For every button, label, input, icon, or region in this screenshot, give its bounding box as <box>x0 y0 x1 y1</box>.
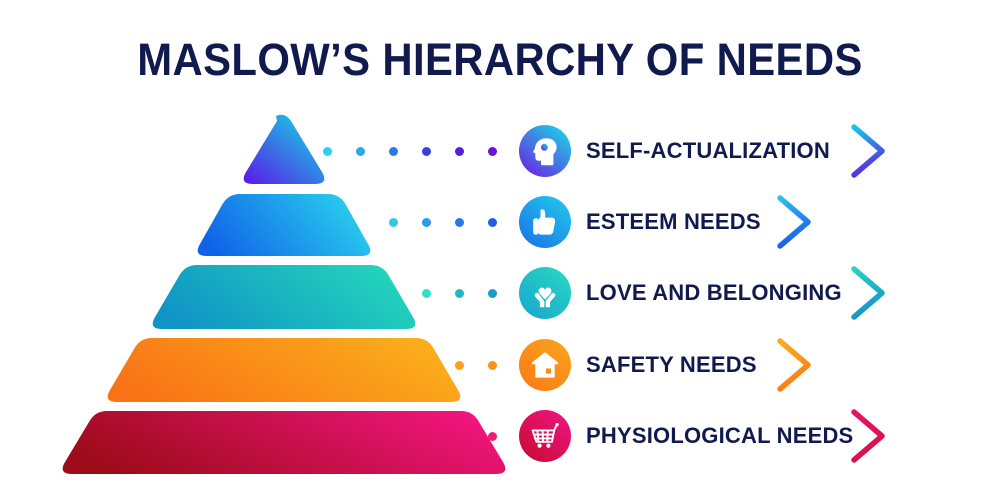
connector-dot <box>389 147 398 156</box>
connector-dot <box>455 218 464 227</box>
chevron-right-icon-physiological[interactable] <box>846 406 892 466</box>
page-title: MASLOW’S HIERARCHY OF NEEDS <box>137 34 863 85</box>
legend-label-safety: SAFETY NEEDS <box>586 352 757 377</box>
connector-dot <box>455 289 464 298</box>
connector-dot <box>356 147 365 156</box>
chevron-right-icon-self-actualization[interactable] <box>846 121 892 181</box>
thumbs-up-icon[interactable] <box>519 196 571 248</box>
connector-dots-love-belonging <box>421 265 511 321</box>
pyramid-tier-love-belonging[interactable] <box>152 265 416 329</box>
legend-row-safety[interactable]: SAFETY NEEDS <box>0 337 1000 393</box>
connector-dot <box>455 361 464 370</box>
legend-row-love-belonging[interactable]: LOVE AND BELONGING <box>0 265 1000 321</box>
pyramid-tier-safety[interactable] <box>107 338 461 402</box>
legend-label-love-belonging: LOVE AND BELONGING <box>586 280 842 305</box>
legend-row-physiological[interactable]: PHYSIOLOGICAL NEEDS <box>0 408 1000 464</box>
legend-label-physiological: PHYSIOLOGICAL NEEDS <box>586 423 854 448</box>
connector-dot <box>488 218 497 227</box>
connector-dot <box>422 289 431 298</box>
pyramid-tier-esteem[interactable] <box>197 194 371 256</box>
connector-dot <box>488 289 497 298</box>
connector-dots-safety <box>455 337 511 393</box>
connector-dots-esteem <box>389 194 511 250</box>
connector-dot <box>488 361 497 370</box>
head-profile-icon[interactable] <box>519 125 571 177</box>
connector-dot <box>488 432 497 441</box>
shopping-cart-icon[interactable] <box>519 410 571 462</box>
connector-dot <box>422 218 431 227</box>
chevron-right-icon-safety[interactable] <box>772 335 818 395</box>
legend-row-esteem[interactable]: ESTEEM NEEDS <box>0 194 1000 250</box>
connector-dot <box>422 147 431 156</box>
connector-dots-self-actualization <box>322 123 511 179</box>
pyramid-tier-self-actualization[interactable] <box>243 114 325 184</box>
pyramid-tier-physiological[interactable] <box>62 411 506 474</box>
legend-label-self-actualization: SELF-ACTUALIZATION <box>586 138 830 163</box>
connector-dot <box>455 147 464 156</box>
house-icon[interactable] <box>519 339 571 391</box>
chevron-right-icon-esteem[interactable] <box>772 192 818 252</box>
connector-dot <box>389 218 398 227</box>
pyramid-diagram <box>62 114 506 474</box>
legend-row-self-actualization[interactable]: SELF-ACTUALIZATION <box>0 123 1000 179</box>
connector-dot <box>323 147 332 156</box>
connector-dot <box>488 147 497 156</box>
hands-heart-icon[interactable] <box>519 267 571 319</box>
connector-dots-physiological <box>488 408 511 464</box>
chevron-right-icon-love-belonging[interactable] <box>846 263 892 323</box>
legend-label-esteem: ESTEEM NEEDS <box>586 209 761 234</box>
